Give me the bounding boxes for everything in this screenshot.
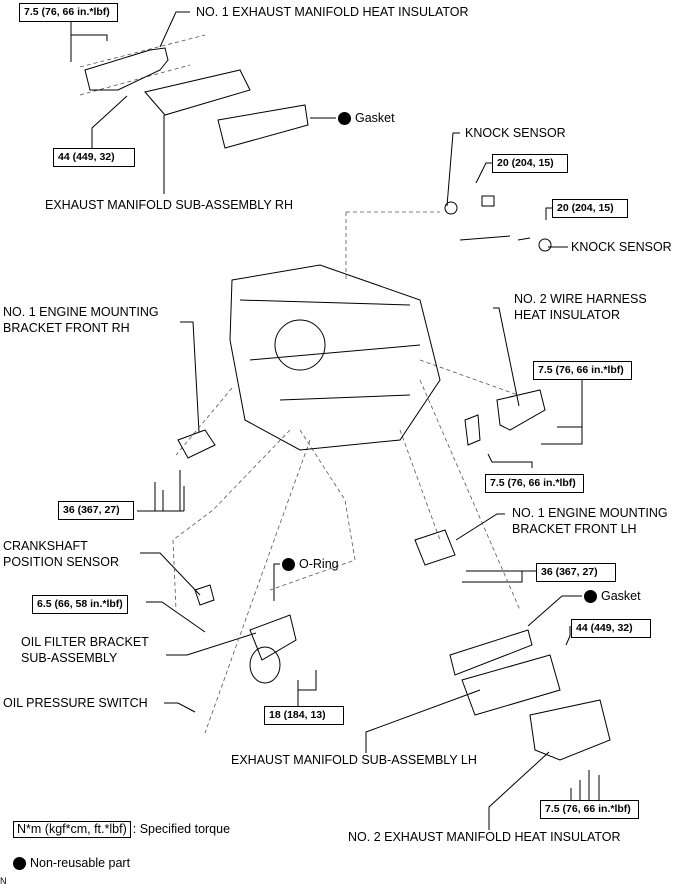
leader-line xyxy=(137,470,185,512)
label-oil-filter-bracket-line1: OIL FILTER BRACKET xyxy=(21,635,149,649)
dashed-line xyxy=(79,64,191,96)
torque-bracket-lh: 36 (367, 27) xyxy=(536,563,616,582)
non-reusable-icon xyxy=(584,590,597,603)
legend-torque-unit: N*m (kgf*cm, ft.*lbf) xyxy=(13,821,131,838)
crank-sensor-shape xyxy=(194,584,215,606)
non-reusable-icon xyxy=(13,857,26,870)
gasket-lh-text: Gasket xyxy=(601,589,641,603)
engine-block-shape xyxy=(229,264,441,451)
torque-harness-insulator: 7.5 (76, 66 in.*lbf) xyxy=(533,361,632,380)
label-gasket-lh: Gasket xyxy=(584,589,641,604)
dashed-line xyxy=(419,359,519,396)
leader-line xyxy=(446,132,460,207)
leader-line xyxy=(91,95,128,148)
knock-connector-1 xyxy=(481,195,495,207)
knock-wire-2 xyxy=(459,235,531,241)
legend-torque-desc: : Specified torque xyxy=(132,822,231,836)
exhaust-manifold-lh-shape xyxy=(461,654,561,716)
torque-knock-sensor-2: 20 (204, 15) xyxy=(552,199,628,218)
torque-insulator-rh: 7.5 (76, 66 in.*lbf) xyxy=(19,3,118,22)
leader-line xyxy=(273,563,280,601)
label-no1-exhaust-manifold-heat-insulator: NO. 1 EXHAUST MANIFOLD HEAT INSULATOR xyxy=(196,5,469,19)
torque-harness-clamp: 7.5 (76, 66 in.*lbf) xyxy=(485,474,584,493)
label-engine-mounting-bracket-rh-line1: NO. 1 ENGINE MOUNTING xyxy=(3,305,159,319)
dashed-line xyxy=(419,379,521,611)
torque-insulator-lh: 7.5 (76, 66 in.*lbf) xyxy=(540,800,639,819)
torque-manifold-lh: 44 (449, 32) xyxy=(571,619,651,638)
leader-line xyxy=(166,632,257,656)
leader-line xyxy=(541,373,583,445)
torque-oil-filter: 18 (184, 13) xyxy=(264,706,344,725)
dashed-line xyxy=(79,34,206,68)
torque-manifold-rh: 44 (449, 32) xyxy=(53,148,135,167)
corner-mark: N xyxy=(0,876,7,886)
torque-knock-sensor-1: 20 (204, 15) xyxy=(492,154,568,173)
legend-non-reusable: Non-reusable part xyxy=(13,856,130,871)
engine-detail xyxy=(239,299,421,401)
oil-filter-shape xyxy=(249,646,281,684)
dashed-line xyxy=(269,429,356,591)
leader-line xyxy=(475,162,492,184)
bracket-rh-shape xyxy=(177,429,216,459)
label-no2-exhaust-manifold-heat-insulator: NO. 2 EXHAUST MANIFOLD HEAT INSULATOR xyxy=(348,830,621,844)
leader-line xyxy=(365,689,481,753)
label-oil-filter-bracket-line2: SUB-ASSEMBLY xyxy=(21,651,118,665)
gasket-rh-text: Gasket xyxy=(355,111,395,125)
leader-line xyxy=(527,595,582,627)
leader-line xyxy=(140,552,201,596)
o-ring-text: O-Ring xyxy=(299,557,339,571)
heat-insulator-rh-shape xyxy=(84,47,169,91)
label-o-ring: O-Ring xyxy=(282,557,339,572)
oil-filter-bracket-shape xyxy=(249,614,297,661)
non-reusable-icon xyxy=(338,112,351,125)
leader-line xyxy=(180,321,200,433)
label-wire-harness-insulator-line1: NO. 2 WIRE HARNESS xyxy=(514,292,647,306)
dashed-line xyxy=(172,429,291,611)
label-wire-harness-insulator-line2: HEAT INSULATOR xyxy=(514,308,621,322)
leader-line xyxy=(488,751,550,830)
knock-sensor-1-shape xyxy=(444,201,458,215)
label-gasket-rh: Gasket xyxy=(338,111,395,126)
non-reusable-icon xyxy=(282,558,295,571)
leader-line xyxy=(70,22,108,41)
torque-bracket-rh: 36 (367, 27) xyxy=(58,501,134,520)
legend-torque: N*m (kgf*cm, ft.*lbf) : Specified torque xyxy=(13,821,230,838)
label-exhaust-manifold-sub-assembly-lh: EXHAUST MANIFOLD SUB-ASSEMBLY LH xyxy=(231,753,477,767)
leader-line xyxy=(487,453,533,468)
leader-line xyxy=(159,11,190,48)
leader-line xyxy=(545,207,552,220)
label-exhaust-manifold-sub-assembly-rh: EXHAUST MANIFOLD SUB-ASSEMBLY RH xyxy=(45,198,293,212)
label-engine-mounting-bracket-lh-line2: BRACKET FRONT LH xyxy=(512,522,637,536)
gasket-lh-shape xyxy=(449,629,533,676)
dashed-line xyxy=(399,429,441,541)
exhaust-manifold-rh-shape xyxy=(144,69,251,116)
leader-line xyxy=(493,307,520,407)
label-oil-pressure-switch: OIL PRESSURE SWITCH xyxy=(3,696,148,710)
gasket-rh-shape xyxy=(217,104,309,149)
leader-line xyxy=(146,601,206,633)
leader-line xyxy=(297,670,317,706)
label-crankshaft-sensor-line1: CRANKSHAFT xyxy=(3,539,88,553)
label-knock-sensor-2: KNOCK SENSOR xyxy=(571,240,672,254)
label-engine-mounting-bracket-lh-line1: NO. 1 ENGINE MOUNTING xyxy=(512,506,668,520)
leader-line xyxy=(164,702,196,713)
bracket-lh-shape xyxy=(414,529,456,566)
leader-line xyxy=(565,626,571,646)
torque-crank-sensor: 6.5 (66, 58 in.*lbf) xyxy=(32,595,128,614)
harness-clamp-shape xyxy=(464,414,481,446)
heat-insulator-lh-shape xyxy=(529,699,611,761)
dashed-line xyxy=(204,439,311,734)
label-engine-mounting-bracket-rh-line2: BRACKET FRONT RH xyxy=(3,321,130,335)
knock-sensor-2-shape xyxy=(538,238,552,252)
label-knock-sensor-1: KNOCK SENSOR xyxy=(465,126,566,140)
harness-insulator-shape xyxy=(496,389,546,431)
legend-non-reusable-text: Non-reusable part xyxy=(30,856,131,870)
label-crankshaft-sensor-line2: POSITION SENSOR xyxy=(3,555,119,569)
engine-pulley xyxy=(274,319,326,371)
dashed-line xyxy=(175,387,233,456)
leader-line xyxy=(455,513,505,541)
leader-line xyxy=(462,570,536,583)
